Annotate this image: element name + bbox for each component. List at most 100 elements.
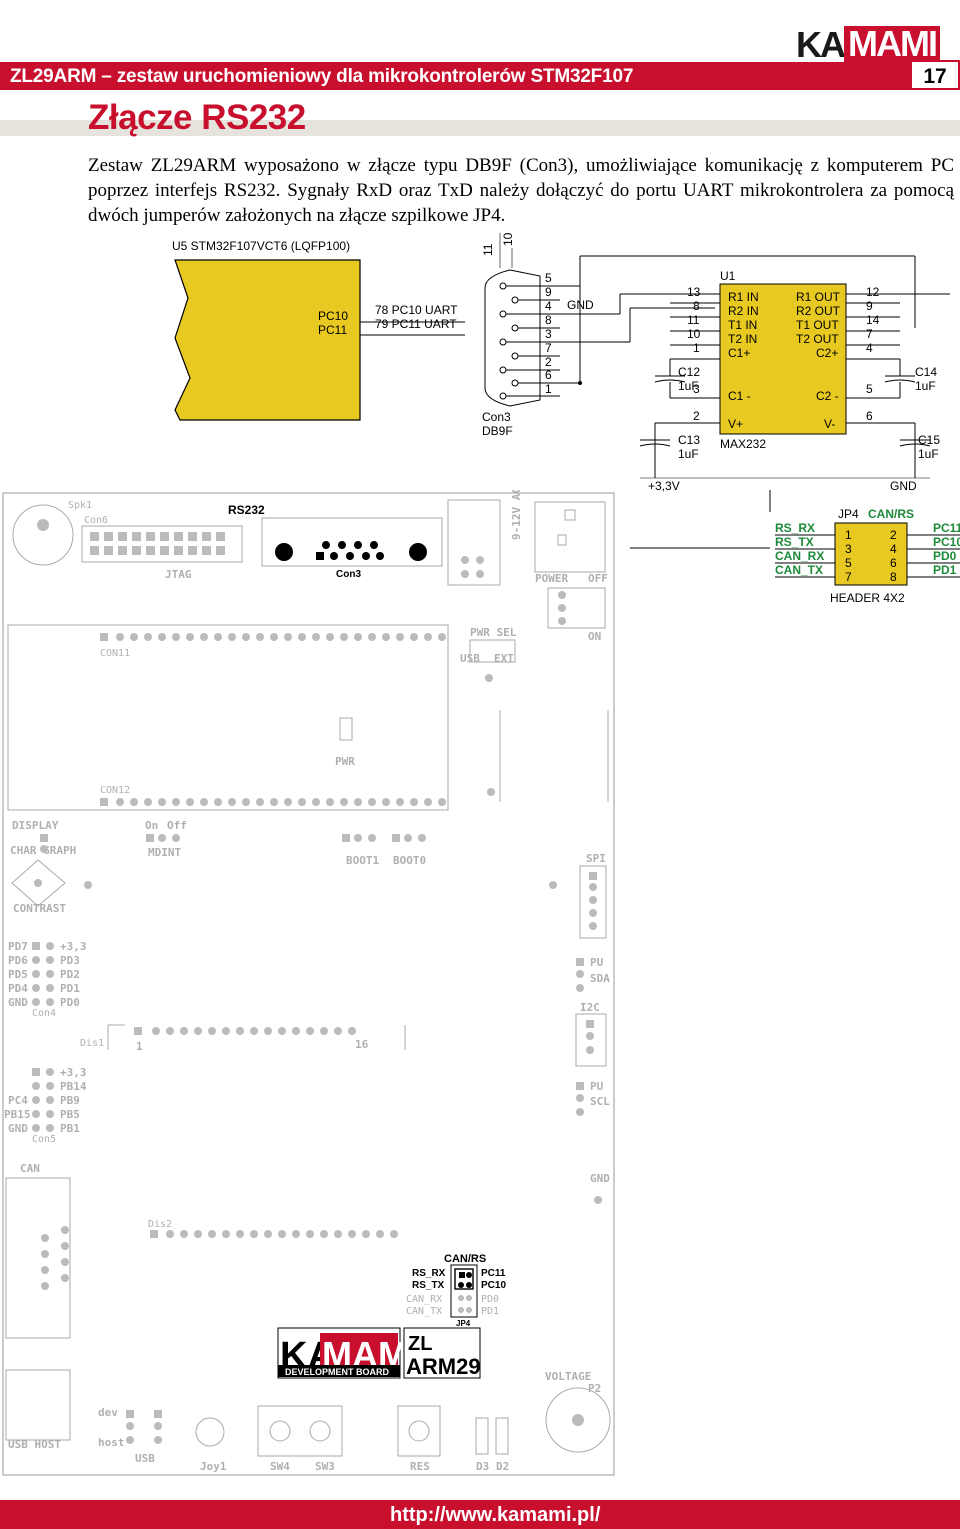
mcu-label: U5 STM32F107VCT6 (LQFP100) xyxy=(172,239,350,253)
max-vplus: V+ xyxy=(728,417,743,431)
dev-label: dev xyxy=(98,1406,118,1419)
contrast-label: CONTRAST xyxy=(13,902,66,915)
dis2-label: Dis2 xyxy=(148,1219,172,1230)
db9-label-6: 6 xyxy=(545,368,552,382)
jp4-p7: 7 xyxy=(845,570,852,584)
jp4-pd0: PD0 xyxy=(933,549,957,563)
max-pin-6: 6 xyxy=(866,409,873,423)
header-title: ZL29ARM – zestaw uruchomieniowy dla mikr… xyxy=(10,66,634,87)
max-pin-13: 13 xyxy=(687,285,701,299)
header-4x2-label: HEADER 4X2 xyxy=(830,591,905,605)
max-r2out: R2 OUT xyxy=(796,304,841,318)
max-pin-5: 5 xyxy=(866,382,873,396)
jp4-rstx: RS_TX xyxy=(775,535,814,549)
d2-label: D2 xyxy=(496,1460,509,1473)
pd2-label: PD2 xyxy=(60,968,80,981)
max-pin-12: 12 xyxy=(866,285,880,299)
jp4-schematic: JP4 CAN/RS RS_RX RS_TX CAN_RX CAN_TX 1 3… xyxy=(630,490,960,605)
max-pin-10: 10 xyxy=(687,327,701,341)
jp4-p6: 6 xyxy=(890,556,897,570)
mcu-block xyxy=(174,259,361,421)
c13-value: 1uF xyxy=(678,447,699,461)
con3-label: Con3 xyxy=(482,410,511,424)
host-label: host xyxy=(98,1436,125,1449)
display-label: DISPLAY xyxy=(12,819,59,832)
pb1-label: PB1 xyxy=(60,1122,80,1135)
footer-bar: http://www.kamami.pl/ xyxy=(0,1500,960,1529)
jp4-rsrx: RS_RX xyxy=(775,521,815,535)
board-logo-zl: ZL xyxy=(408,1333,432,1355)
mcu-pin-pc11: PC11 xyxy=(318,323,347,337)
pb-33-label: +3,3 xyxy=(60,1066,87,1079)
board-canrx: CAN_RX xyxy=(406,1294,442,1305)
pd3-label: PD3 xyxy=(60,954,80,967)
max-pin-2: 2 xyxy=(693,409,700,423)
logo-mami-text: MAMI xyxy=(844,26,940,62)
logo-ka-text: KA xyxy=(796,24,846,65)
jtag-pins xyxy=(90,532,225,555)
board-rsrx: RS_RX xyxy=(412,1268,446,1279)
max-r2in: R2 IN xyxy=(728,304,759,318)
db9f-label: DB9F xyxy=(482,424,513,438)
u1-label: U1 xyxy=(720,269,736,283)
board-logo-arm: ARM29 xyxy=(406,1354,481,1379)
max-t1out: T1 OUT xyxy=(796,318,839,332)
header-bar: ZL29ARM – zestaw uruchomieniowy dla mikr… xyxy=(0,62,960,90)
max-pin-4: 4 xyxy=(866,341,873,355)
net-79: 79 PC11 UART xyxy=(375,317,457,331)
max-c2p: C2+ xyxy=(816,346,838,360)
footer-url[interactable]: http://www.kamami.pl/ xyxy=(390,1504,601,1526)
lcd-pin16-label: 16 xyxy=(355,1038,369,1051)
mcu-pin-pc10: PC10 xyxy=(318,309,348,323)
board-pc10: PC10 xyxy=(481,1280,506,1291)
kamami-logo: KA MAMI xyxy=(796,22,940,65)
con11-pins xyxy=(100,633,446,641)
db9-label-7: 7 xyxy=(545,341,552,355)
pu2-label: PU xyxy=(590,1080,604,1093)
pd0-label: PD0 xyxy=(60,996,80,1009)
res-label: RES xyxy=(410,1460,430,1473)
db9-label-5: 5 xyxy=(545,271,552,285)
max-pin-3: 3 xyxy=(693,382,700,396)
jp4-pc11: PC11 xyxy=(933,521,960,535)
max-t2in: T2 IN xyxy=(728,332,757,346)
jp4-p5: 5 xyxy=(845,556,852,570)
dis2-pins xyxy=(150,1230,398,1238)
joy-label: Joy1 xyxy=(200,1460,227,1473)
sw4-label: SW4 xyxy=(270,1460,290,1473)
jp4-p4: 4 xyxy=(890,542,897,556)
max-c2m: C2 - xyxy=(816,389,839,403)
jp4-block xyxy=(834,522,908,586)
max-t1in: T1 IN xyxy=(728,318,757,332)
board-layout: Spk1 Con6 JTAG RS232 Con3 9-12V AC/DC PO… xyxy=(2,490,615,1476)
pu-label: PU xyxy=(590,956,604,969)
scl-label: SCL xyxy=(590,1095,610,1108)
i2c-label: I2C xyxy=(580,1001,600,1014)
page-number: 17 xyxy=(923,65,947,88)
boot1-label: BOOT1 xyxy=(346,854,379,867)
power-input-label: 9-12V AC/DC xyxy=(510,490,523,540)
db9-label-4: 4 xyxy=(545,299,552,313)
c12-label: C12 xyxy=(678,365,700,379)
jp4-pc10: PC10 xyxy=(933,535,960,549)
con12-label: CON12 xyxy=(100,785,130,796)
board-kamami-logo: KA MAMI DEVELOPMENT BOARD ZL ARM29 xyxy=(277,1327,481,1379)
on-label: ON xyxy=(588,630,601,643)
usb-label: USB xyxy=(135,1452,155,1465)
db9-label-3: 3 xyxy=(545,327,552,341)
db9-body xyxy=(484,269,541,407)
off-label: OFF xyxy=(588,572,608,585)
canrs-label: CAN/RS xyxy=(868,507,914,521)
max-pin-7: 7 xyxy=(866,327,873,341)
page-number-box: 17 xyxy=(910,60,960,90)
max-c1m: C1 - xyxy=(728,389,751,403)
pd4-label: PD4 xyxy=(8,982,28,995)
jp4-cantx: CAN_TX xyxy=(775,563,823,577)
p2-label: P2 xyxy=(588,1382,601,1395)
body-paragraph: Zestaw ZL29ARM wyposażono w złącze typu … xyxy=(88,155,954,226)
con11-label: CON11 xyxy=(100,648,130,659)
pd5-label: PD5 xyxy=(8,968,28,981)
con5-label: Con5 xyxy=(32,1134,56,1145)
max-c1p: C1+ xyxy=(728,346,750,360)
mdint-on-label: On xyxy=(145,819,158,832)
